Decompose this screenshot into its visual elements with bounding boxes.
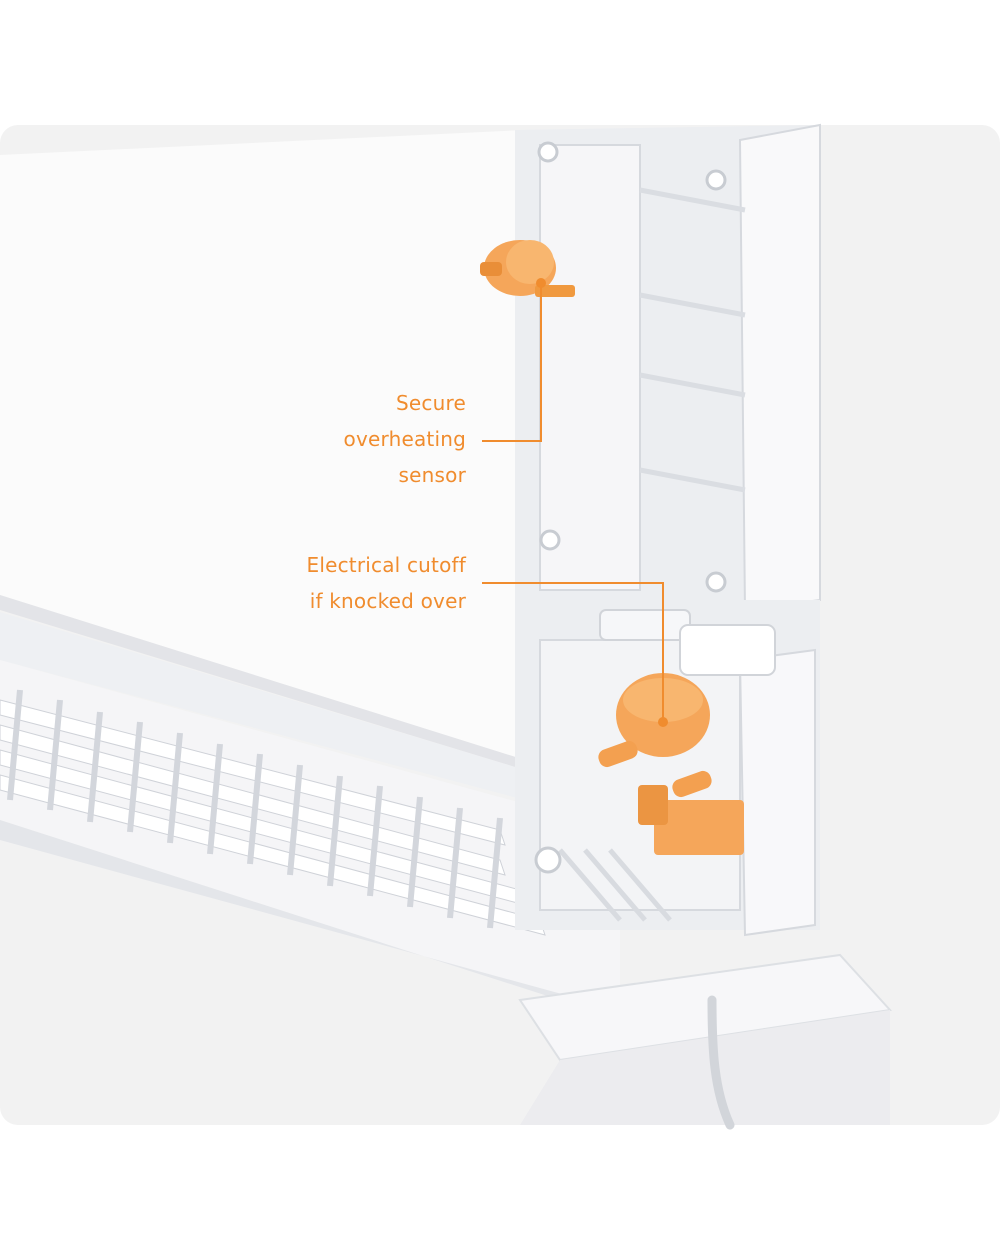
callout-leader-lines <box>482 283 664 722</box>
cutoff-leader-line <box>482 582 664 722</box>
sensor-callout-line-2: overheating <box>343 427 466 451</box>
tilt-cutoff-callout: Electrical cutoff if knocked over <box>306 547 466 619</box>
side-housing-right-wall <box>738 123 821 612</box>
heater-panel-edge <box>0 595 525 770</box>
grille-ribs <box>7 689 503 929</box>
sensor-callout-line-3: sensor <box>398 463 466 487</box>
overheating-sensor-callout: Secure overheating sensor <box>344 385 466 493</box>
grille-rail-top <box>0 612 525 800</box>
heater-front-panel <box>0 130 525 760</box>
lower-housing-right <box>738 648 816 937</box>
power-cord <box>707 995 735 1130</box>
lower-ribs <box>558 848 672 922</box>
sensor-leader-line <box>482 283 542 442</box>
orange-thermal-sensor-icon <box>480 240 575 297</box>
housing-ribs <box>639 187 746 493</box>
cutoff-callout-line-1: Electrical cutoff <box>306 553 466 577</box>
cutoff-callout-line-2: if knocked over <box>309 589 466 613</box>
connector-plug <box>599 609 776 676</box>
side-housing-inner-wall <box>539 144 641 591</box>
lower-screw-boss <box>534 846 562 874</box>
sensor-callout-line-1: Secure <box>396 391 466 415</box>
stand-foot-front <box>520 1010 890 1125</box>
screw-bosses <box>537 141 727 593</box>
